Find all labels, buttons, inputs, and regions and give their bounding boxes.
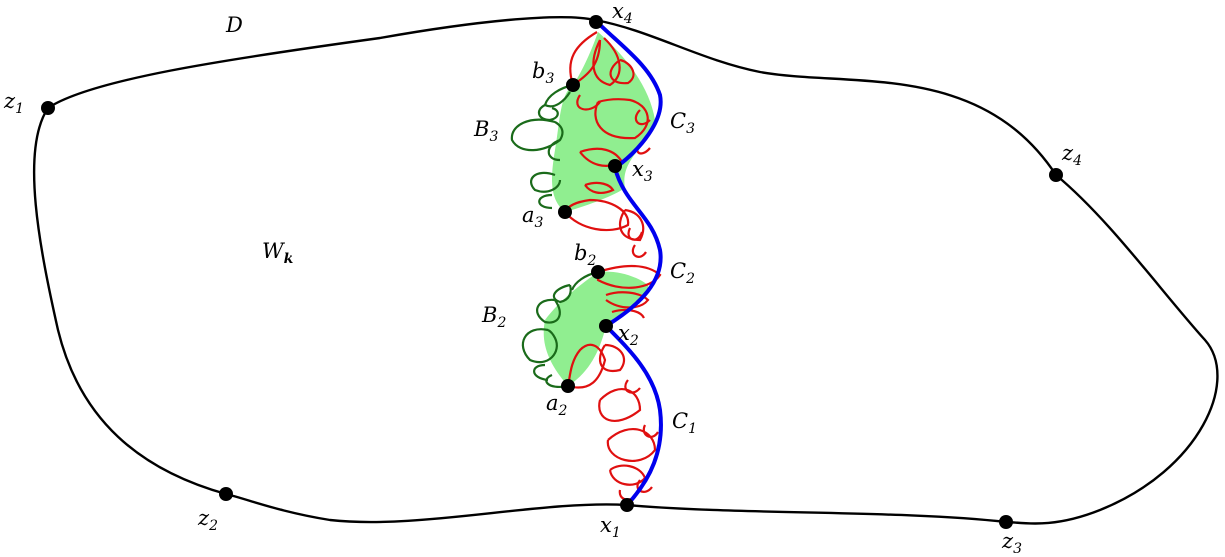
point-b3: [566, 78, 580, 92]
red-loops-c2: [564, 198, 662, 319]
lower-shaded-region: [543, 271, 649, 386]
point-z3: [999, 515, 1013, 529]
upper-shaded-region: [552, 32, 655, 212]
label-b2: b2: [574, 241, 596, 269]
label-c1: C1: [672, 409, 697, 437]
label-d: D: [225, 13, 243, 37]
label-b2-bubble: B2: [481, 303, 506, 331]
label-b3-bubble: B3: [473, 117, 498, 145]
point-z1: [41, 101, 55, 115]
outer-points: [41, 101, 1063, 529]
label-x4: x4: [612, 0, 633, 27]
point-a2: [561, 379, 575, 393]
label-x2: x2: [618, 321, 639, 349]
label-z3: z3: [1001, 529, 1022, 557]
ab-points: [558, 78, 605, 393]
label-x1: x1: [600, 513, 621, 541]
label-x3: x3: [632, 157, 653, 185]
curve-c: [593, 18, 663, 507]
label-z1: z1: [3, 89, 24, 117]
point-b2: [591, 265, 605, 279]
label-c3: C3: [670, 109, 695, 137]
label-z2: z2: [197, 506, 218, 534]
point-z2: [219, 487, 233, 501]
label-c2: C2: [670, 259, 695, 287]
point-x4: [589, 15, 603, 29]
point-x1: [620, 498, 634, 512]
label-z4: z4: [1061, 141, 1082, 169]
green-loops-b3: [510, 83, 574, 210]
point-x2: [599, 319, 613, 333]
x-points: [589, 15, 634, 512]
point-x3: [608, 159, 622, 173]
label-w: Wk: [262, 239, 294, 267]
red-loops-c3: [569, 31, 651, 194]
label-b3: b3: [532, 59, 554, 87]
label-a2: a2: [546, 391, 568, 419]
point-z4: [1049, 168, 1063, 182]
point-a3: [558, 205, 572, 219]
label-a3: a3: [522, 203, 544, 231]
